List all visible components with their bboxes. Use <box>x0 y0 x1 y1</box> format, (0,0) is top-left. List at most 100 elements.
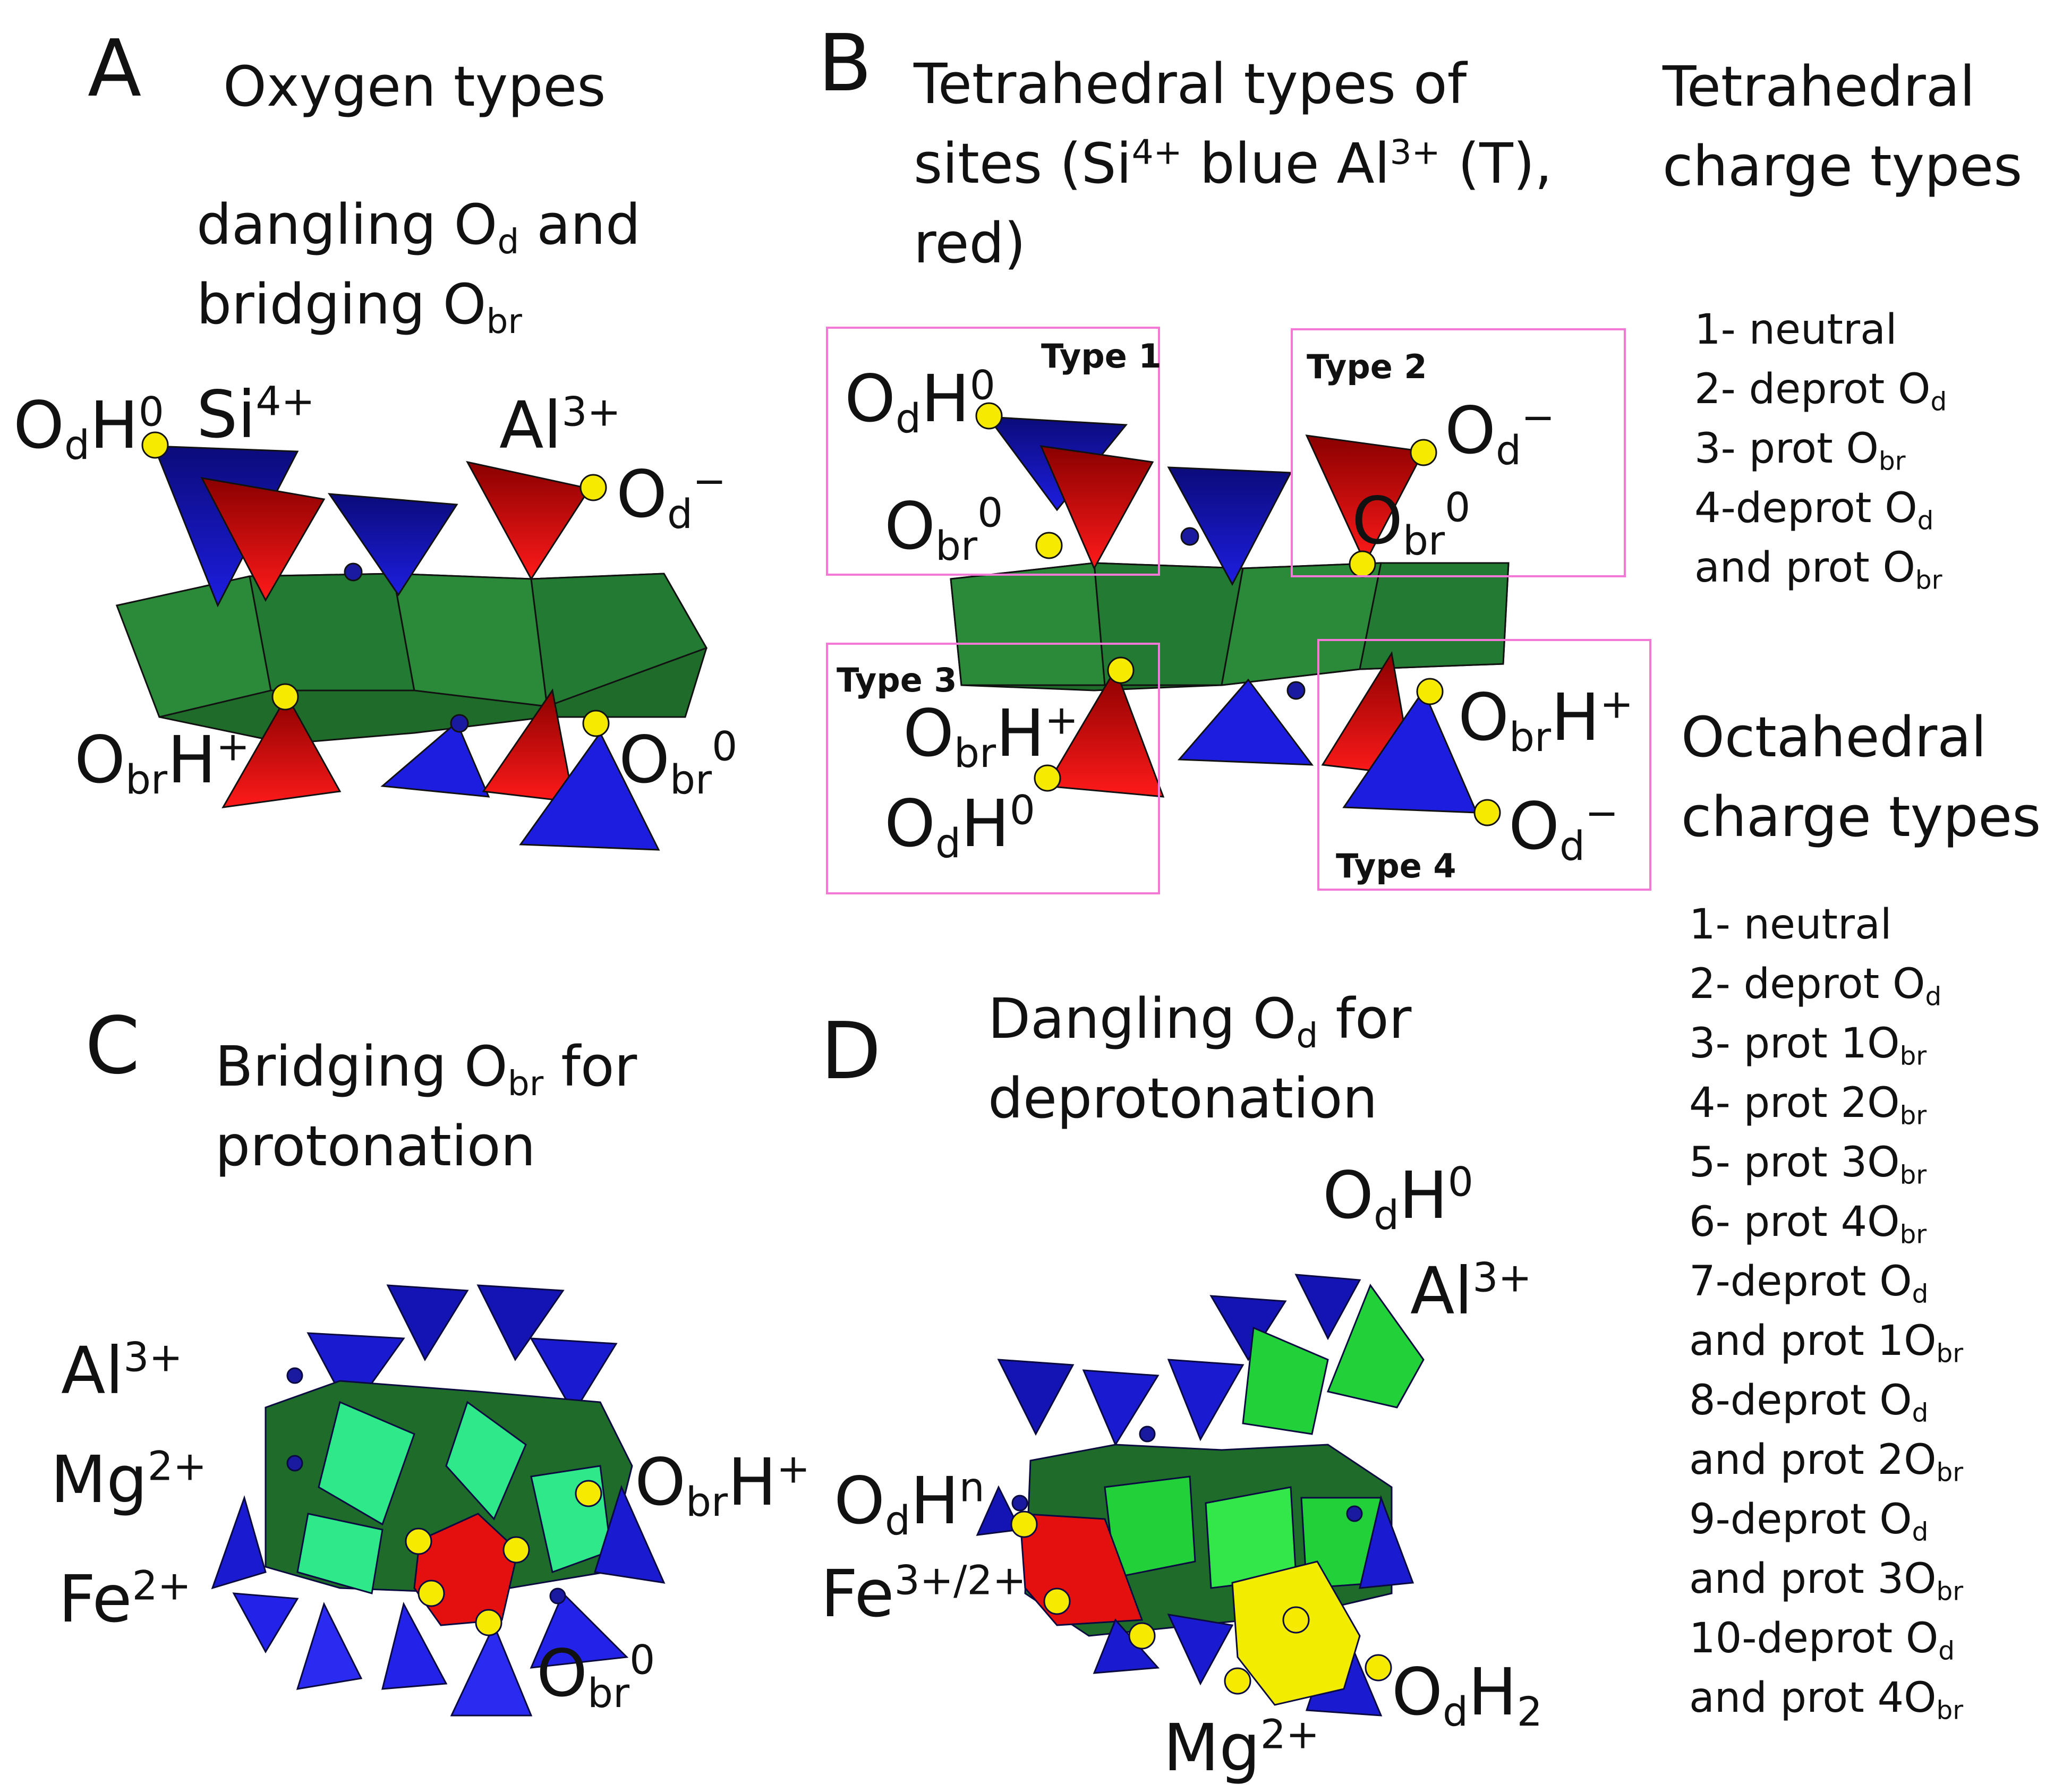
t: H <box>167 722 216 798</box>
t: and prot 3O <box>1689 1555 1937 1603</box>
t: O <box>884 786 936 861</box>
t: 2- deprot O <box>1694 365 1931 413</box>
t: and prot 4O <box>1689 1674 1937 1722</box>
t: d <box>896 395 922 442</box>
panel-d-title-line2: deprotonation <box>988 1066 1378 1131</box>
si-tetrahedron <box>1167 1359 1245 1441</box>
t: d <box>935 820 961 867</box>
tetrahedral-charge-list: 1- neutral 2- deprot O d 3- prot Obr 4-de… <box>1694 300 1947 598</box>
t: H <box>961 786 1010 861</box>
list-item: 1- neutral <box>1689 895 1963 954</box>
oxygen-sphere <box>1473 799 1501 826</box>
list-item: and prot 4Obr <box>1689 1668 1963 1728</box>
panel-a-subtitle-line2: bridging Obr <box>197 271 522 339</box>
t: 2+ <box>1260 1711 1320 1758</box>
label-b-t2-od-minus: Od− <box>1445 397 1555 471</box>
oxygen-sphere <box>1034 764 1061 792</box>
si-tetrahedron <box>1209 1295 1287 1361</box>
t: 0 <box>1445 484 1471 531</box>
t: 4-deprot O <box>1694 484 1917 532</box>
oxygen-sphere <box>405 1528 432 1555</box>
label-d-mg: Mg2+ <box>1163 1714 1319 1780</box>
t: 0 <box>138 388 164 436</box>
label-b-t1-odh0: OdH0 <box>845 365 995 439</box>
si-tetrahedron <box>327 493 458 596</box>
t: d <box>64 422 90 469</box>
label-d-odh0: OdH0 <box>1323 1162 1473 1235</box>
list-item: 7-deprot Od <box>1689 1252 1963 1311</box>
si-tetrahedron <box>476 1284 565 1361</box>
t: 1- neutral <box>1694 306 1897 354</box>
oxygen-sphere <box>1043 1588 1071 1615</box>
t: br <box>1899 1160 1927 1190</box>
t: br <box>1899 1100 1927 1131</box>
t: 3- prot 1O <box>1689 1020 1900 1068</box>
t: O <box>635 1445 686 1520</box>
label-a-al: Al3+ <box>499 392 621 458</box>
t: br <box>507 1064 544 1104</box>
t: Fe <box>821 1556 894 1632</box>
al-octahedron <box>1326 1283 1425 1409</box>
t: O <box>619 722 670 798</box>
octahedron-face <box>1359 562 1510 670</box>
t: O <box>845 361 896 437</box>
t: H <box>996 696 1045 771</box>
list-item: and prot 2Obr <box>1689 1430 1963 1490</box>
t: br <box>1899 1219 1927 1250</box>
hydrogen-sphere <box>1180 527 1199 546</box>
t: Dangling O <box>988 986 1297 1051</box>
t: O <box>1458 680 1510 755</box>
t: O <box>1445 393 1496 468</box>
oxygen-sphere <box>1107 656 1135 684</box>
list-item: 10-deprot Od <box>1689 1609 1963 1668</box>
t: + <box>776 1445 811 1492</box>
oxygen-sphere <box>271 683 299 711</box>
type-2-label: Type 2 <box>1307 347 1427 386</box>
t: Si <box>197 377 256 453</box>
t: 3+ <box>1472 1254 1532 1301</box>
t: d <box>1917 506 1934 536</box>
label-c-mg: Mg2+ <box>50 1446 207 1512</box>
t: d <box>1912 1279 1929 1309</box>
octahedral-charge-title-line2: charge types <box>1681 784 2041 849</box>
t: 7-deprot O <box>1689 1258 1912 1305</box>
oxygen-sphere <box>975 402 1003 430</box>
hydrogen-sphere <box>286 1367 303 1384</box>
oxygen-sphere <box>1035 532 1063 559</box>
t: and prot 2O <box>1689 1436 1937 1484</box>
t: br <box>1936 1576 1964 1607</box>
label-c-fe: Fe2+ <box>58 1566 191 1632</box>
label-d-odhn: OdHn <box>834 1467 985 1541</box>
oxygen-sphere <box>417 1580 445 1607</box>
oxygen-sphere <box>1410 439 1437 466</box>
t: d <box>1496 427 1522 474</box>
t: O <box>536 1636 588 1711</box>
t: d <box>1296 1016 1318 1056</box>
list-item: 4- prot 2Obr <box>1689 1073 1963 1133</box>
t: n <box>959 1464 985 1511</box>
oxygen-sphere <box>1128 1622 1156 1650</box>
hydrogen-sphere <box>1286 681 1306 700</box>
list-item: 3- prot Obr <box>1694 419 1947 479</box>
t: Mg <box>50 1442 148 1517</box>
t: + <box>1044 696 1079 744</box>
t: H <box>1551 680 1600 755</box>
label-b-t3-obrh-plus: ObrH+ <box>903 700 1078 773</box>
list-item: 3- prot 1Obr <box>1689 1014 1963 1073</box>
type-3-label: Type 3 <box>837 661 957 699</box>
t: Al <box>61 1333 124 1409</box>
t: − <box>1521 394 1555 441</box>
t: 10-deprot O <box>1689 1615 1939 1662</box>
octahedron-face <box>530 573 708 708</box>
oxygen-sphere <box>141 431 169 459</box>
octahedron-face <box>445 1401 527 1521</box>
label-d-al: Al3+ <box>1410 1258 1532 1324</box>
t: br <box>1936 1695 1964 1726</box>
label-d-odh2: OdH2 <box>1392 1660 1542 1732</box>
si-tetrahedron <box>381 1601 448 1690</box>
t: O <box>1392 1654 1443 1730</box>
label-b-t2-obr0: Obr0 <box>1352 488 1470 561</box>
oxygen-sphere <box>1282 1606 1310 1634</box>
list-item: and prot Obr <box>1694 538 1947 598</box>
